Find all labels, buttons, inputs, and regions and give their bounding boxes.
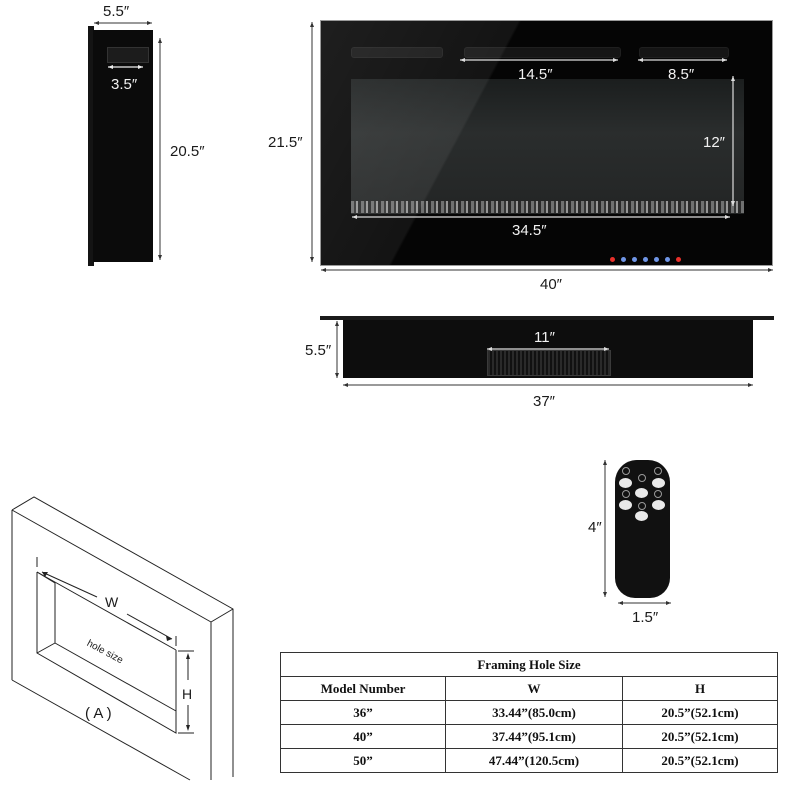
height-symbol: H xyxy=(182,686,193,702)
remote-button[interactable] xyxy=(652,478,665,488)
fireplace-front-panel xyxy=(320,20,773,266)
model-cell: 50” xyxy=(280,748,446,773)
column-header: W xyxy=(445,676,623,701)
table-row: 50” 47.44”(120.5cm) 20.5”(52.1cm) xyxy=(280,748,778,773)
remote-button[interactable] xyxy=(652,500,665,510)
remote-width-label: 1.5″ xyxy=(632,609,659,626)
table-row: 40” 37.44”(95.1cm) 20.5”(52.1cm) xyxy=(280,724,778,749)
flame-screen xyxy=(351,79,744,214)
remote-small-button[interactable] xyxy=(654,490,662,498)
side-depth-label: 5.5″ xyxy=(103,3,130,20)
power-icon[interactable] xyxy=(676,257,681,262)
width-cell: 33.44”(85.0cm) xyxy=(445,700,623,725)
model-cell: 36” xyxy=(280,700,446,725)
flame-height-label: 12″ xyxy=(703,134,725,151)
height-cell: 20.5”(52.1cm) xyxy=(622,700,778,725)
heat-icon[interactable] xyxy=(643,257,648,262)
model-cell: 40” xyxy=(280,724,446,749)
left-vent xyxy=(351,47,443,58)
remote-small-button[interactable] xyxy=(622,490,630,498)
timer-icon[interactable] xyxy=(610,257,615,262)
column-header: H xyxy=(622,676,778,701)
width-cell: 37.44”(95.1cm) xyxy=(445,724,623,749)
table-header-row: Model Number W H xyxy=(280,676,778,701)
remote-small-button[interactable] xyxy=(638,474,646,482)
grille-width-label: 11″ xyxy=(534,329,555,346)
top-depth-label: 5.5″ xyxy=(305,342,332,359)
body-width-label: 37″ xyxy=(533,393,555,410)
figure-label: ( A ) xyxy=(85,705,112,722)
front-width-label: 40″ xyxy=(540,276,562,293)
drop-icon[interactable] xyxy=(654,257,659,262)
table-title: Framing Hole Size xyxy=(280,652,778,677)
heater-grille xyxy=(487,350,611,376)
column-header: Model Number xyxy=(280,676,446,701)
remote-height-label: 4″ xyxy=(588,519,602,536)
remote-button[interactable] xyxy=(635,488,648,498)
remote-button[interactable] xyxy=(635,511,648,521)
framing-hole-size-table: Framing Hole Size Model Number W H 36” 3… xyxy=(280,652,778,773)
front-height-label: 21.5″ xyxy=(268,134,303,151)
light-icon[interactable] xyxy=(621,257,626,262)
right-vent xyxy=(639,47,729,58)
height-cell: 20.5”(52.1cm) xyxy=(622,748,778,773)
remote-small-button[interactable] xyxy=(638,502,646,510)
crystal-bed xyxy=(351,201,744,213)
flame-width-label: 34.5″ xyxy=(512,222,547,239)
table-row: 36” 33.44”(85.0cm) 20.5”(52.1cm) xyxy=(280,700,778,725)
right-vent-width-label: 8.5″ xyxy=(668,66,695,83)
width-symbol: W xyxy=(105,594,119,610)
side-panel-lip xyxy=(88,26,94,266)
side-vent-width-label: 3.5″ xyxy=(111,76,138,93)
remote-small-button[interactable] xyxy=(654,467,662,475)
snow-icon[interactable] xyxy=(665,257,670,262)
side-height-label: 20.5″ xyxy=(170,143,205,160)
center-vent xyxy=(464,47,621,58)
center-vent-width-label: 14.5″ xyxy=(518,66,553,83)
width-cell: 47.44”(120.5cm) xyxy=(445,748,623,773)
remote-button[interactable] xyxy=(619,478,632,488)
side-panel-body xyxy=(93,30,153,262)
top-view-lip xyxy=(320,316,774,320)
height-cell: 20.5”(52.1cm) xyxy=(622,724,778,749)
side-vent xyxy=(107,47,149,63)
remote-body xyxy=(615,460,670,598)
glass-glare xyxy=(321,21,772,265)
remote-button[interactable] xyxy=(619,500,632,510)
remote-small-button[interactable] xyxy=(622,467,630,475)
flame-icon[interactable] xyxy=(632,257,637,262)
